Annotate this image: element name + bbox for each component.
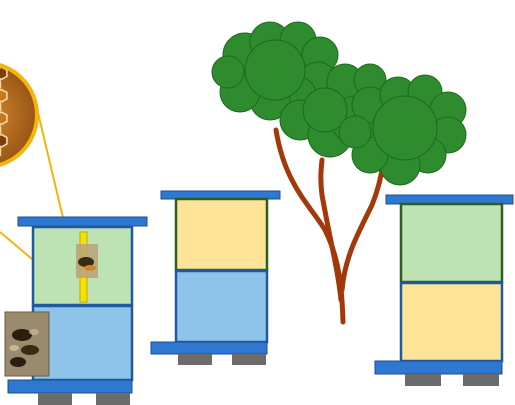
hive-stand-leg (232, 354, 266, 365)
hive-roof (18, 217, 147, 226)
hive-left (5, 217, 147, 405)
hive-right (375, 195, 513, 386)
hive-roof (386, 195, 513, 204)
hive-box-bottom (401, 283, 502, 361)
bee-photo-icon (5, 312, 49, 376)
honeycomb-cell (0, 90, 7, 103)
hive-base (8, 380, 132, 393)
hive-stand-leg (38, 393, 72, 405)
honeycomb-cell (0, 134, 7, 147)
honeycomb-cell (0, 112, 7, 125)
hive-box-bottom (176, 271, 267, 342)
hive-stand-leg (178, 354, 212, 365)
hive-box-top (176, 199, 267, 270)
tree-trunk (276, 130, 343, 322)
hive-base (375, 361, 502, 374)
hive-base (151, 342, 267, 354)
hive-middle (151, 191, 280, 365)
honeycomb-zoom-icon (0, 56, 37, 167)
hive-box-top (401, 204, 502, 282)
hive-stand-leg (96, 393, 130, 405)
tree-trunk-branch (342, 170, 382, 290)
hive-stand-leg (405, 374, 441, 386)
hive-stand-leg (463, 374, 499, 386)
